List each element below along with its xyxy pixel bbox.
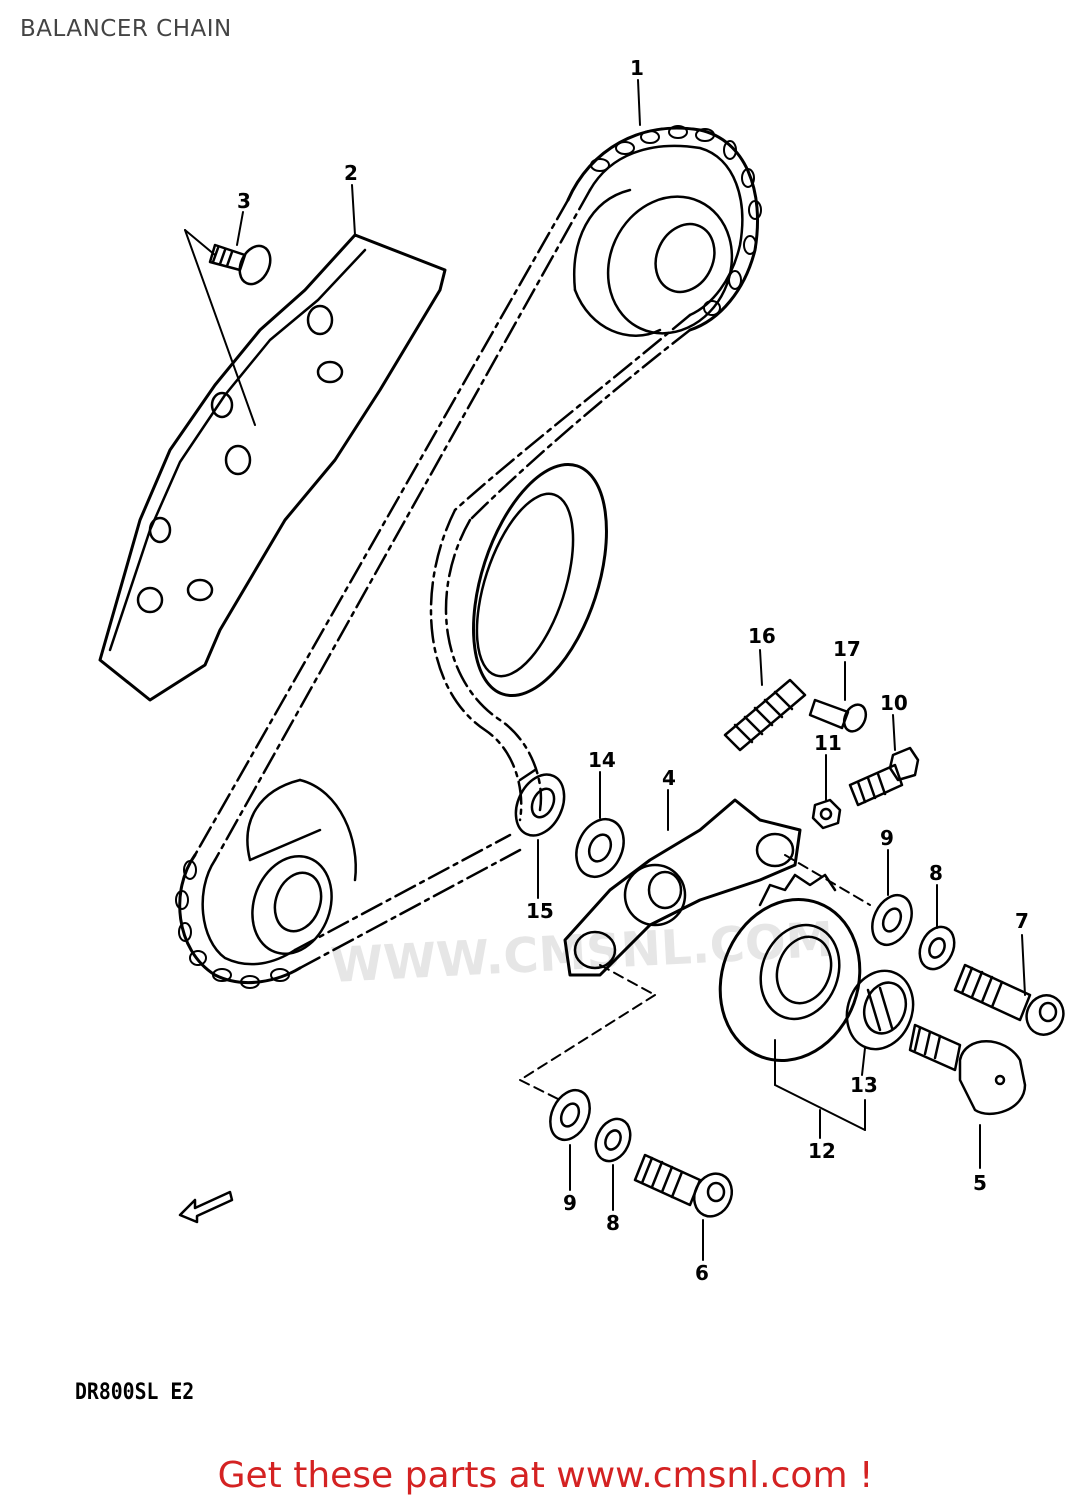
washer-8-lower[interactable]	[589, 1113, 637, 1166]
callout-3: 3	[237, 189, 251, 213]
leader-lines	[184, 79, 1026, 1261]
callout-12: 12	[808, 1139, 836, 1163]
callout-10: 10	[880, 691, 908, 715]
callout-8-lower: 8	[606, 1211, 620, 1235]
bolt-7[interactable]	[953, 963, 1070, 1041]
crankshaft-sprocket[interactable]	[429, 448, 632, 822]
tensioner-shaft[interactable]	[908, 1023, 1027, 1116]
callout-14: 14	[588, 748, 616, 772]
model-code: DR800SL E2	[75, 1380, 195, 1405]
bolt-10[interactable]	[848, 746, 920, 807]
watermark-text: WWW.CMSNL.COM	[329, 912, 835, 994]
washer-9-upper[interactable]	[865, 889, 920, 951]
needle-bearing[interactable]	[836, 961, 924, 1058]
callout-labels: 1 2 3 4 5 6 7 8 8 9 9 10 11 12 13 14 15 …	[237, 56, 1029, 1285]
footer-link[interactable]: Get these parts at www.cmsnl.com !	[217, 1455, 874, 1496]
tensioner-spring[interactable]	[723, 678, 807, 752]
bearing-15[interactable]	[507, 767, 574, 844]
lower-balancer-sprocket[interactable]	[239, 778, 357, 965]
washer-8-upper[interactable]	[913, 921, 961, 974]
washer-14[interactable]	[567, 812, 632, 885]
pin-17[interactable]	[808, 698, 870, 735]
callout-11: 11	[814, 731, 842, 755]
callout-1: 1	[630, 56, 644, 80]
tensioner-arm[interactable]	[563, 798, 802, 977]
balancer-chain[interactable]	[175, 125, 762, 989]
callout-15: 15	[526, 899, 554, 923]
upper-balancer-sprocket[interactable]	[573, 176, 754, 354]
callout-16: 16	[748, 624, 776, 648]
tensioner-sprocket[interactable]	[698, 873, 882, 1080]
bolt-6[interactable]	[633, 1153, 739, 1223]
callout-4: 4	[662, 766, 676, 790]
front-arrow-icon	[178, 1190, 234, 1224]
callout-6: 6	[695, 1261, 709, 1285]
callout-17: 17	[833, 637, 861, 661]
callout-9-lower: 9	[563, 1191, 577, 1215]
page-title: BALANCER CHAIN	[20, 16, 232, 42]
washer-9-lower[interactable]	[543, 1084, 598, 1146]
callout-5: 5	[973, 1171, 987, 1195]
nut-11[interactable]	[811, 798, 842, 830]
callout-2: 2	[344, 161, 358, 185]
guide-screw[interactable]	[208, 241, 276, 289]
chain-guide[interactable]	[98, 233, 447, 702]
callout-8-upper: 8	[929, 861, 943, 885]
callout-7: 7	[1015, 909, 1029, 933]
callout-9-upper: 9	[880, 826, 894, 850]
callout-13: 13	[850, 1073, 878, 1097]
